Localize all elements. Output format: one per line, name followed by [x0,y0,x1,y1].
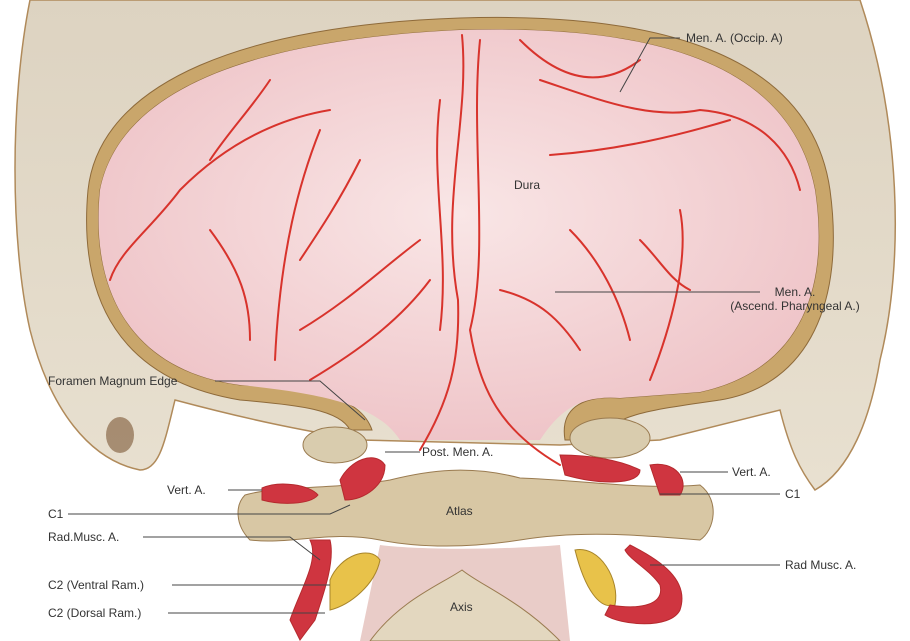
label-rad-musc-left: Rad.Musc. A. [48,530,120,544]
axis-bone [369,569,561,641]
label-c2-dorsal: C2 (Dorsal Ram.) [48,606,142,620]
label-vert-right: Vert. A. [732,465,771,479]
label-men-occip: Men. A. (Occip. A) [686,31,783,45]
leader-lines [68,37,780,614]
label-rad-musc-right: Rad Musc. A. [785,558,857,572]
dura-rim [86,16,834,441]
label-foramen-magnum-edge: Foramen Magnum Edge [48,374,178,388]
c2-nerves [329,549,617,611]
atlas-bone [237,469,714,547]
label-vert-left: Vert. A. [167,483,206,497]
vertebral-arteries [261,454,684,641]
label-men-ascend: Men. A. (Ascend. Pharyngeal A.) [700,285,890,313]
label-c1-right: C1 [785,487,801,501]
dura [98,29,819,440]
label-c2-ventral: C2 (Ventral Ram.) [48,578,145,592]
label-c1-left: C1 [48,507,64,521]
label-axis: Axis [450,600,473,614]
label-men-ascend-line2: (Ascend. Pharyngeal A.) [730,299,860,313]
label-dura: Dura [514,178,541,192]
label-atlas: Atlas [446,504,473,518]
label-men-ascend-line1: Men. A. [774,285,816,299]
label-post-men: Post. Men. A. [422,445,494,459]
meningeal-arteries [109,34,801,466]
